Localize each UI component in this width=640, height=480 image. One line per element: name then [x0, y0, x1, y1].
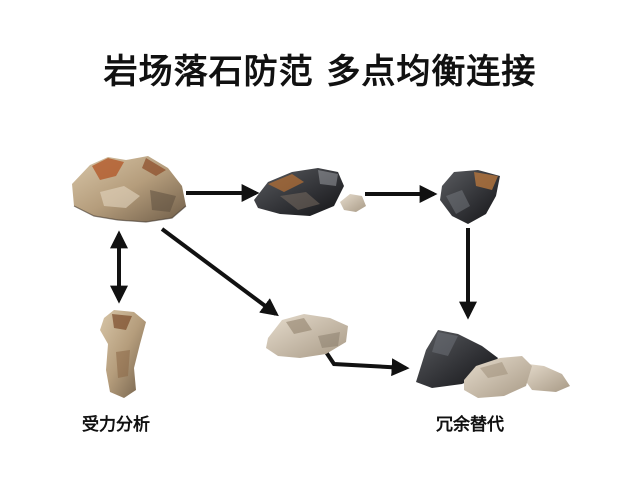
arrow-pale-rock-to-cluster — [324, 350, 410, 377]
arrow-rock1-to-pale-rock — [160, 227, 279, 317]
caption-force-analysis: 受力分析 — [82, 415, 150, 435]
caption-redundancy: 冗余替代 — [436, 415, 504, 435]
diagram-title: 岩场落石防范 多点均衡连接 — [103, 52, 537, 92]
vertical-rock-shard — [100, 310, 146, 398]
dark-slab-rock — [254, 168, 344, 216]
pale-flat-rock — [266, 314, 348, 358]
rock-cluster — [416, 330, 570, 398]
small-pebble — [340, 194, 366, 212]
dark-angular-rock — [440, 170, 500, 224]
large-boulder — [72, 156, 187, 223]
